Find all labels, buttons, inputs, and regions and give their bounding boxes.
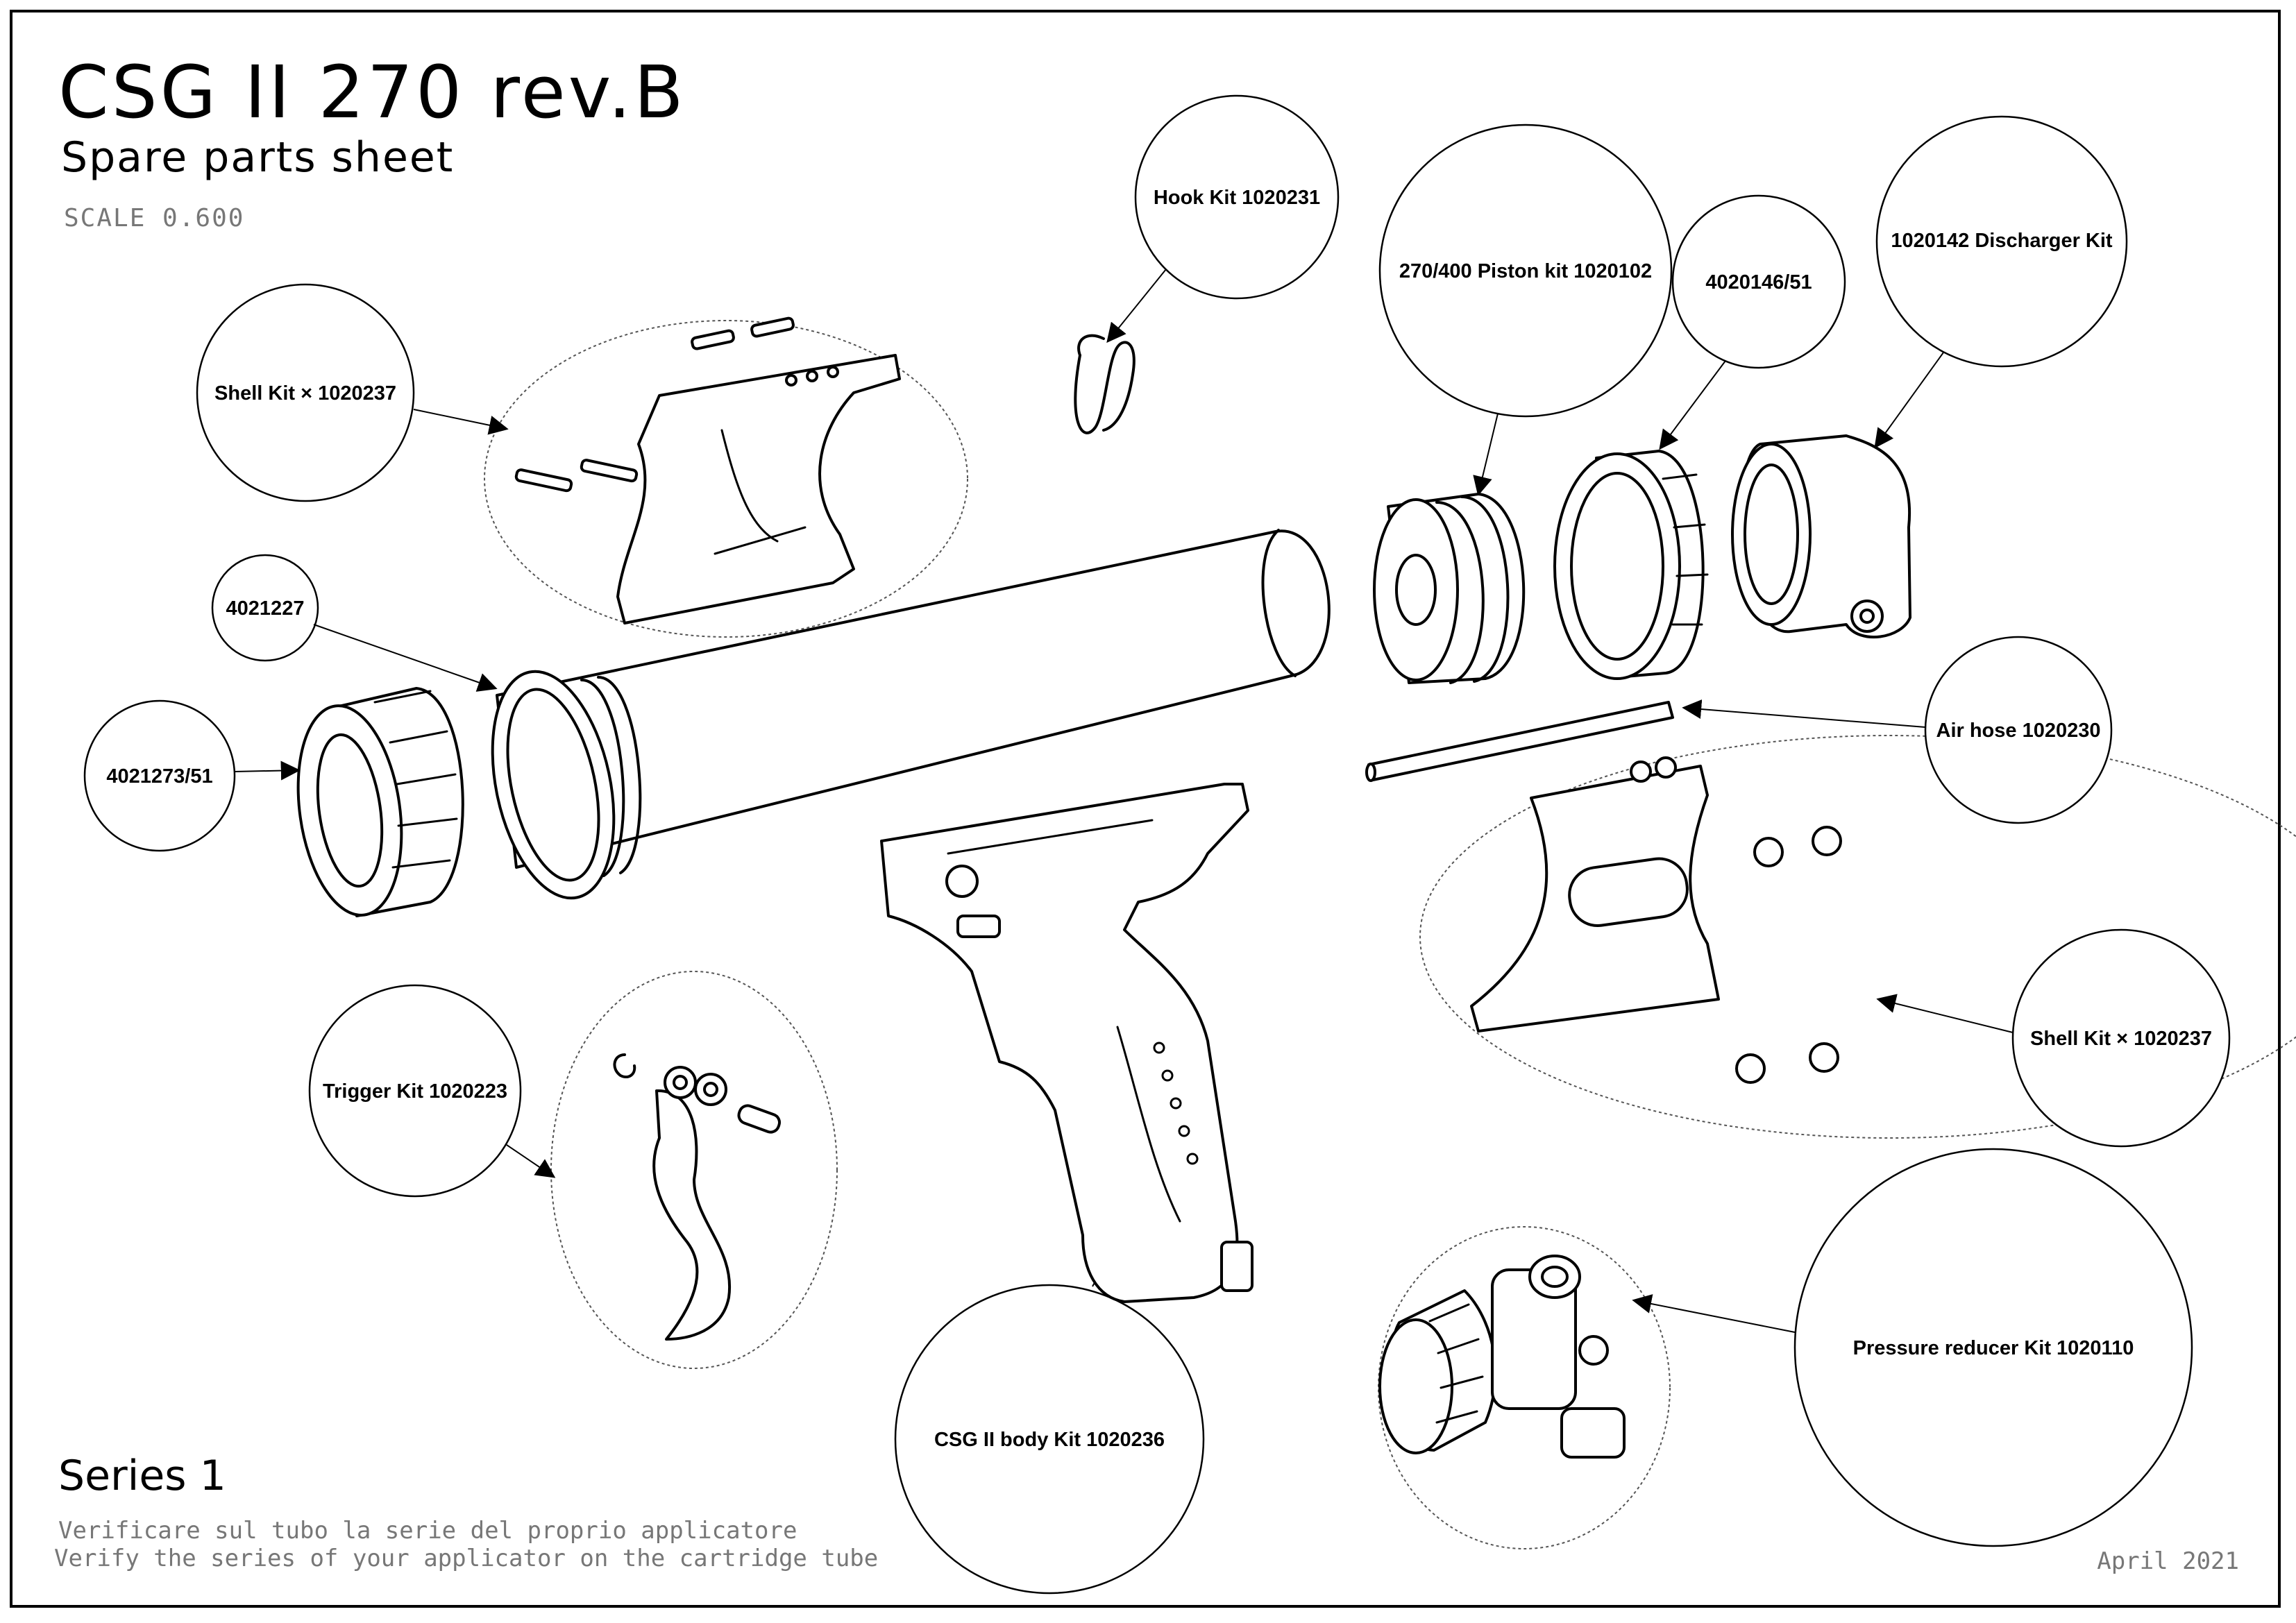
shell-right-group-outline xyxy=(1419,735,2296,1139)
piston-part xyxy=(1373,493,1526,684)
callout-label-shell-top: Shell Kit × 1020237 xyxy=(214,382,396,405)
callout-circle-hook xyxy=(1134,94,1340,300)
callout-circle-tube xyxy=(211,554,319,662)
callout-label-ring: 4020146/51 xyxy=(1705,271,1812,294)
callout-label-airhose: Air hose 1020230 xyxy=(1936,720,2101,742)
callout-label-hook: Hook Kit 1020231 xyxy=(1154,187,1320,209)
drawing-title: CSG II 270 rev.B xyxy=(58,50,686,135)
callout-circle-trigger xyxy=(308,984,522,1198)
callout-circle-airhose xyxy=(1924,636,2113,824)
callout-circle-piston xyxy=(1378,124,1673,418)
callout-label-reducer: Pressure reducer Kit 1020110 xyxy=(1853,1337,2134,1359)
callout-circle-ring xyxy=(1671,194,1846,369)
shell-top-group-outline xyxy=(484,320,968,638)
shell-right-part xyxy=(1470,756,1842,1084)
gun-body-part xyxy=(880,783,1253,1303)
drawing-subtitle: Spare parts sheet xyxy=(61,133,455,182)
scale-label: SCALE 0.600 xyxy=(64,204,245,232)
callout-circle-discharger xyxy=(1875,115,2128,368)
hook-part xyxy=(1074,334,1136,434)
pressure-reducer-part xyxy=(1378,1255,1626,1459)
callout-label-nut: 4021273/51 xyxy=(106,765,212,788)
callout-label-piston: 270/400 Piston kit 1020102 xyxy=(1399,260,1652,282)
trigger-part xyxy=(613,1053,782,1341)
shell-top-part xyxy=(514,316,901,624)
nut-part xyxy=(296,687,464,917)
callout-label-tube: 4021227 xyxy=(226,597,305,620)
callout-label-discharger: 1020142 Discharger Kit xyxy=(1891,230,2113,252)
callout-circle-shell-top xyxy=(196,283,415,502)
drawing-frame xyxy=(10,10,2281,1608)
reducer-group-outline xyxy=(1378,1226,1671,1549)
callout-label-shell-right: Shell Kit × 1020237 xyxy=(2030,1028,2212,1050)
callout-label-body: CSG II body Kit 1020236 xyxy=(934,1429,1165,1451)
retaining-ring-part xyxy=(1553,450,1709,680)
callout-label-trigger: Trigger Kit 1020223 xyxy=(323,1080,507,1103)
callout-circle-shell-right xyxy=(2011,928,2231,1148)
callout-circle-reducer xyxy=(1793,1148,2193,1547)
cartridge-tube-part xyxy=(491,529,1331,900)
discharger-part xyxy=(1731,434,1911,639)
series-label: Series 1 xyxy=(58,1452,226,1500)
callout-circle-nut xyxy=(83,699,236,852)
note-italian: Verificare sul tubo la serie del proprio… xyxy=(58,1517,797,1545)
air-hose-part xyxy=(1365,701,1674,782)
note-english: Verify the series of your applicator on … xyxy=(54,1545,879,1572)
revision-date: April 2021 xyxy=(2097,1547,2239,1575)
callout-circle-body xyxy=(894,1284,1205,1595)
